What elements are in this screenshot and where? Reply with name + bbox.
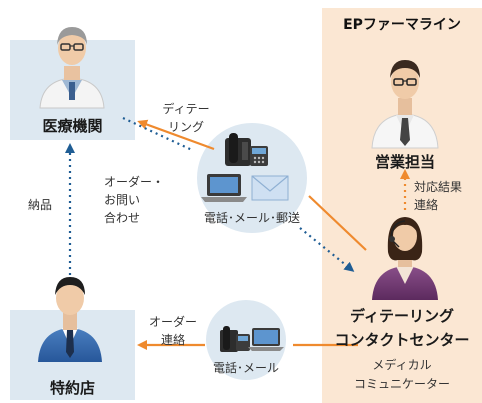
detailing-arrow bbox=[137, 119, 215, 151]
dealer-person-icon bbox=[38, 277, 102, 362]
delivery-label: 納品 bbox=[28, 198, 53, 212]
panel-title: EPファーマライン bbox=[343, 17, 461, 33]
dealer-label: 特約店 bbox=[49, 379, 95, 397]
inquiry-line-left bbox=[122, 117, 193, 151]
report-label-1: 対応結果 bbox=[414, 180, 463, 194]
laptop-icon-bottom bbox=[248, 328, 284, 351]
report-label-2: 連絡 bbox=[414, 198, 439, 212]
envelope-icon bbox=[251, 175, 289, 201]
sales-rep-label: 営業担当 bbox=[374, 153, 435, 171]
phone-icon-bottom bbox=[220, 326, 250, 352]
laptop-icon bbox=[201, 174, 247, 202]
contact-center-label-2: コンタクトセンター bbox=[334, 331, 470, 349]
inquiry-arrow-right bbox=[299, 227, 355, 272]
order-inquiry-label-3: 合わせ bbox=[104, 211, 141, 225]
contact-center-label-1: ディテーリング bbox=[350, 307, 454, 325]
center-to-hub-line bbox=[308, 195, 367, 251]
medical-institution-label: 医療機関 bbox=[42, 117, 103, 135]
phone-icon bbox=[225, 133, 268, 166]
channels-top-label: 電話･メール･郵送 bbox=[203, 211, 300, 225]
salesman-icon bbox=[371, 60, 439, 149]
operator-icon bbox=[372, 217, 438, 300]
detailing-label-1: ディテー bbox=[162, 102, 210, 116]
medical-communicator-label-1: メディカル bbox=[372, 358, 432, 372]
doctor-icon bbox=[39, 27, 105, 109]
order-inquiry-label-1: オーダー・ bbox=[104, 175, 165, 189]
channels-bottom-label: 電話･メール bbox=[212, 361, 279, 375]
order-contact-label-2: 連絡 bbox=[160, 333, 185, 347]
order-contact-label-1: オーダー bbox=[148, 315, 197, 329]
order-inquiry-label-2: お問い bbox=[104, 193, 141, 207]
medical-communicator-label-2: コミュニケーター bbox=[353, 377, 450, 391]
detailing-label-2: リング bbox=[167, 120, 204, 134]
